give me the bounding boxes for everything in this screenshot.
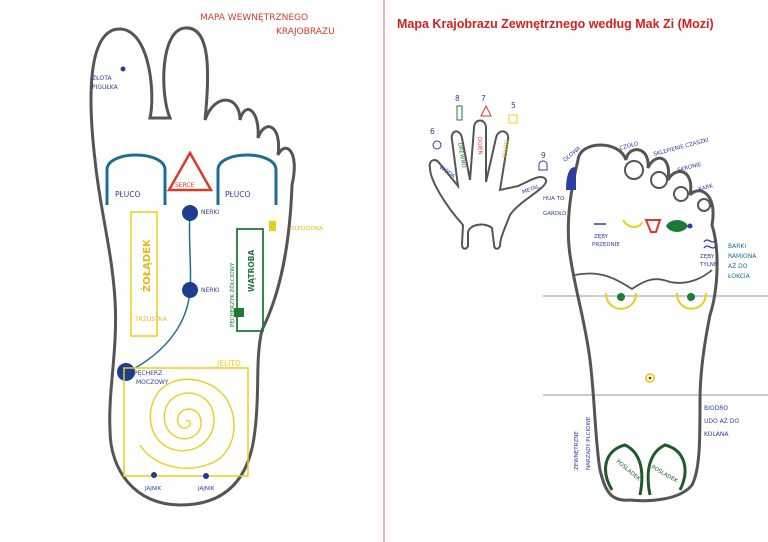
stomach-rect <box>130 211 158 337</box>
label-narzady-1: ZEWNĘTRZNE <box>574 431 580 470</box>
blue-dot <box>687 223 693 229</box>
label-pecherz-1: PĘCHERZ <box>134 370 162 377</box>
kidney-bottom <box>182 282 198 298</box>
label-pecherz-2: MOCZOWY <box>136 379 169 386</box>
navel-center <box>648 376 652 380</box>
right-title: Mapa Krajobrazu Zewnętrznego według Mak … <box>397 17 714 31</box>
toe-6 <box>697 198 711 212</box>
label-trzustka: TRZUSTKA <box>134 316 168 323</box>
red-tongue <box>644 219 662 233</box>
left-title-line1: MAPA WEWNĘTRZNEGO <box>200 13 308 23</box>
heart-triangle <box>166 150 214 192</box>
right-foot-outline <box>566 143 719 503</box>
lung-right-shape <box>216 153 278 205</box>
navel-dot <box>645 373 655 383</box>
shoulder-cup-left <box>605 292 637 310</box>
label-barki-3: AŻ DO <box>728 263 748 270</box>
label-serce: SERCE <box>175 182 195 189</box>
label-jelito: JELITO <box>216 359 241 368</box>
buttock-right <box>646 443 687 496</box>
label-watroba: WĄTROBA <box>247 250 256 292</box>
yellow-smile <box>622 219 643 228</box>
label-biodro-1: BIODRO <box>704 405 728 412</box>
label-nerki-bottom: NERKI <box>201 287 219 294</box>
label-barki-1: BARKI <box>728 243 746 250</box>
shoulder-line <box>574 269 713 291</box>
big-toe-cap <box>566 167 576 190</box>
left-foot-outline <box>89 26 296 507</box>
label-jajnik-right: JAJNIK <box>197 486 215 492</box>
label-zeby-tylne-1: ZĘBY <box>700 254 715 260</box>
finger-label-drewno: DREWNO <box>456 142 466 169</box>
finger-label-ogien: OGIEŃ <box>476 137 484 155</box>
label-zeby-przednie-2: PRZEDNIE <box>592 242 620 248</box>
label-pecherzyk-zolciowy: PĘCHERZYK ŻÓŁCIOWY <box>229 262 236 327</box>
label-biodro-2: UDO AŻ DO <box>704 418 739 425</box>
hand-number-8: 8 <box>455 94 460 103</box>
back-teeth-symbol <box>703 239 717 249</box>
left-title-line2: KRAJOBRAZU <box>276 27 335 37</box>
label-zeby-tylne-2: TYLNE <box>699 262 718 268</box>
label-narzady-2: NARZĄDY PŁCIOWE <box>586 416 592 470</box>
hand-outline <box>428 119 547 250</box>
label-czolo: CZOŁO <box>619 141 640 152</box>
label-hua-to: HUA TO <box>543 196 565 202</box>
label-skronie: SKRONIE <box>677 162 703 174</box>
label-pluco-left: PŁUCO <box>115 190 140 199</box>
ovary-left <box>151 472 157 478</box>
right-map: Mapa Krajobrazu Zewnętrznego według Mak … <box>397 17 768 503</box>
shoulder-cup-right <box>676 292 707 310</box>
hand-number-9: 9 <box>541 151 546 160</box>
label-posladek-right: POŚLADEK <box>650 464 679 485</box>
green-eye <box>666 220 688 232</box>
symbol-wood <box>456 105 463 121</box>
toe-4 <box>650 171 668 189</box>
finger-label-woda: WODA <box>438 165 456 180</box>
toe-5 <box>673 186 689 202</box>
label-nerki-top: NERKI <box>201 209 219 216</box>
label-zoladek: ŻOŁĄDEK <box>139 238 153 292</box>
label-biodro-3: KOLANA <box>704 431 729 438</box>
liver-rect <box>236 228 264 332</box>
ovary-right <box>203 473 209 479</box>
finger-label-ziemia: ZIEMIA <box>500 139 509 159</box>
label-barki-2: RAMIONA <box>728 253 757 260</box>
left-map: MAPA WEWNĘTRZNEGO KRAJOBRAZU ZŁOTA PIGUŁ… <box>89 13 335 507</box>
hand-number-7: 7 <box>481 94 486 103</box>
gallbladder-mark <box>234 308 244 317</box>
buttock-left <box>604 443 644 496</box>
symbol-fire <box>480 104 492 117</box>
toe-3 <box>624 160 644 180</box>
zlota-pigulka-dot <box>120 66 126 72</box>
label-zeby-przednie-1: ZĘBY <box>594 234 609 240</box>
ureter-line <box>127 212 192 373</box>
label-pluco-right: PŁUCO <box>225 190 250 199</box>
shoulder-dot-right <box>687 293 695 301</box>
label-sledziona: ŚLEDZIONA <box>291 225 323 232</box>
intestine-rect <box>123 367 249 477</box>
label-barki-4: ŁOKCIA <box>727 273 751 280</box>
bladder-dot <box>117 363 135 381</box>
label-kark: KARK <box>698 183 714 193</box>
lung-left-shape <box>105 153 167 205</box>
label-zlota-pigulka-1: ZŁOTA <box>92 75 112 82</box>
label-zlota-pigulka-2: PIGUŁKA <box>92 84 119 91</box>
kidney-top <box>182 205 198 221</box>
label-ciemie: SKLEPIENIE CZASZKI <box>653 137 710 158</box>
label-jajnik-left: JAJNIK <box>144 486 162 492</box>
symbol-water <box>432 140 442 150</box>
label-posladek-left: POŚLADEK <box>615 458 642 483</box>
spleen-mark <box>269 221 276 231</box>
shoulder-dot-left <box>617 293 625 301</box>
hand-number-5: 5 <box>511 101 516 110</box>
label-gardlo: GARDŁO <box>543 211 567 217</box>
finger-label-metal: METAL <box>522 184 542 196</box>
symbol-earth <box>508 114 518 124</box>
symbol-metal <box>538 160 548 171</box>
intestine-spiral <box>139 378 235 469</box>
hand-number-6: 6 <box>430 127 435 136</box>
